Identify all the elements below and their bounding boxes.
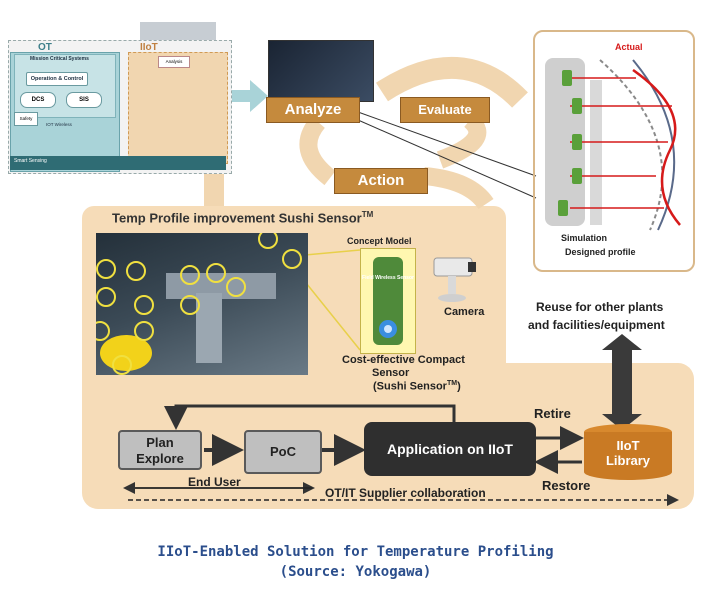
action-label: Action [334, 168, 428, 194]
sensor-ring-11 [112, 355, 132, 375]
pipe-vertical [196, 293, 222, 363]
sensor-ring-13 [282, 249, 302, 269]
mission-critical-label: Mission Critical Systems [30, 56, 89, 62]
dcs-box: DCS [20, 92, 56, 108]
safety-box: Safety [14, 112, 38, 126]
sushi-title-text: Temp Profile improvement Sushi Sensor [112, 210, 362, 226]
sensor-ring-1 [96, 259, 116, 279]
iiot-library-label: IIoT Library [586, 438, 670, 468]
analyze-sim-line1 [357, 111, 537, 177]
sensor-ring-6 [134, 295, 154, 315]
sensor-ring-4 [206, 263, 226, 283]
cycle-arc-left [299, 116, 336, 186]
sushi-device-art: Field Wireless Sensor [362, 257, 414, 345]
end-user-label: End User [188, 475, 241, 489]
concept-model-box: Field Wireless Sensor [360, 248, 416, 354]
plant-photo-art [90, 229, 302, 375]
sushi-device-text: Field Wireless Sensor [362, 275, 414, 281]
library-line1: IIoT [616, 438, 640, 453]
poc-box: PoC [244, 430, 322, 474]
cycle-arc-bottom [423, 167, 494, 210]
compact-sensor-line2: Sensor [372, 367, 410, 379]
column-pipe [590, 80, 602, 225]
collaboration-label: OT/IT Supplier collaboration [325, 486, 486, 500]
camera-label: Camera [444, 306, 485, 318]
compact-sensor-line3: (Sushi SensorTM) [373, 380, 461, 393]
reuse-label-line1: Reuse for other plants [536, 300, 664, 314]
control-room-photo [268, 40, 374, 102]
compact-sensor-line1: Cost-effective Compact [342, 354, 465, 366]
evaluate-label: Evaluate [400, 97, 490, 123]
explore-label: Explore [136, 451, 184, 466]
restore-label: Restore [542, 478, 591, 493]
simulation-label: Simulation [561, 233, 608, 243]
designed-profile-label: Designed profile [565, 247, 636, 257]
sensor-ring-8 [226, 277, 246, 297]
cycle-arc-top [376, 56, 528, 108]
smart-sensing-bar [10, 156, 226, 170]
iiot-domain-box [128, 52, 228, 164]
sensor-ring-10 [134, 321, 154, 341]
sensor-5 [558, 200, 568, 216]
actual-curve [632, 68, 681, 226]
caption-source: (Source: Yokogawa) [279, 564, 432, 580]
sensor-ring-9 [90, 321, 110, 341]
plan-label: Plan [146, 435, 174, 450]
operation-control-box: Operation & Control [26, 72, 88, 86]
analyze-sim-line2 [357, 119, 537, 199]
reuse-arrow [602, 334, 642, 430]
sushi-device-body [373, 257, 403, 345]
analysis-box: Analysis [158, 56, 190, 68]
temperature-profile-panel [533, 30, 695, 272]
compact-sensor-tm: TM [446, 380, 458, 387]
reuse-label-line2: and facilities/equipment [528, 318, 665, 332]
cycle-arc-right [436, 113, 487, 169]
smart-sensing-label: Smart Sensing [14, 158, 47, 164]
caption-title: IIoT-Enabled Solution for Temperature Pr… [157, 544, 554, 560]
sensor-ring-3 [180, 265, 200, 285]
sushi-device-led-core [384, 325, 392, 333]
sensor-4 [572, 168, 582, 184]
sensor-ring-12 [258, 229, 278, 249]
sushi-title-tm: TM [361, 210, 374, 219]
sensor-2 [572, 98, 582, 114]
compact-sensor-line3-text: (Sushi Sensor [373, 380, 447, 393]
camera-icon [433, 257, 476, 302]
library-line2: Library [605, 453, 651, 468]
retire-label: Retire [534, 406, 571, 421]
sensor-ring-7 [180, 295, 200, 315]
plan-explore-box: Plan Explore [118, 430, 202, 470]
mission-critical-box [14, 54, 116, 118]
concept-model-label: Concept Model [347, 236, 412, 246]
city-skyline-image [140, 22, 216, 40]
sensor-3 [572, 134, 582, 150]
library-bottom [584, 464, 672, 480]
iiot-label: IIoT [140, 42, 158, 53]
ot-label: OT [38, 42, 52, 53]
feedback-loop-arrow [164, 404, 456, 430]
analyze-label: Analyze [266, 97, 360, 123]
sensor-ring-2 [126, 261, 146, 281]
compact-sensor-close: ) [457, 380, 461, 393]
sushi-title: Temp Profile improvement Sushi SensorTM [112, 210, 373, 225]
plant-photo [90, 229, 308, 375]
sensor-1 [562, 70, 572, 86]
iot-wireless-label: IOT Wireless [46, 122, 72, 127]
actual-label: Actual [615, 42, 643, 52]
sis-box: SIS [66, 92, 102, 108]
application-iiot-box: Application on IIoT [364, 422, 536, 476]
sensor-ring-5 [96, 287, 116, 307]
